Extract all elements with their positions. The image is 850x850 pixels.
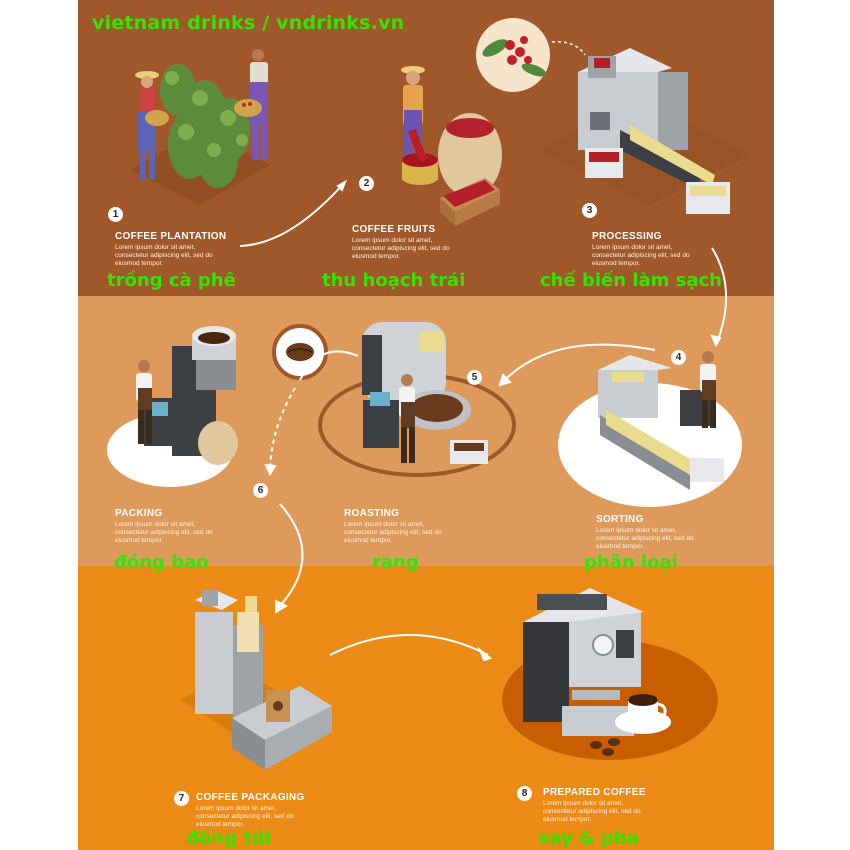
brand-watermark: vietnam drinks / vndrinks.vn xyxy=(92,12,405,34)
step-1-number: 1 xyxy=(108,207,123,222)
step-6-description: Lorem ipsum dolor sit amet,consectetur a… xyxy=(115,521,213,544)
step-8-number: 8 xyxy=(517,786,532,801)
roasting-illustration xyxy=(272,322,516,477)
step-7-vietnamese-label: đóng túi xyxy=(186,828,271,849)
step-3-number: 3 xyxy=(582,203,597,218)
step-5-description: Lorem ipsum dolor sit amet,consectetur a… xyxy=(344,521,442,544)
step-8-vietnamese-label: xay & pha xyxy=(538,828,640,849)
step-4-description: Lorem ipsum dolor sit amet,consectetur a… xyxy=(596,527,694,550)
step-4-number: 4 xyxy=(671,350,686,365)
packing-illustration xyxy=(107,326,238,487)
step-5-title: ROASTING xyxy=(344,508,400,519)
step-6-number: 6 xyxy=(253,483,268,498)
processing-illustration xyxy=(540,48,750,214)
step-8-title: PREPARED COFFEE xyxy=(543,787,646,798)
coffee-plantation-illustration xyxy=(130,49,270,205)
step-3-description: Lorem ipsum dolor sit amet,consectetur a… xyxy=(592,244,690,267)
packaging-machine-illustration xyxy=(180,590,332,770)
step-6-vietnamese-label: đóng bao xyxy=(114,552,209,573)
step-7-description: Lorem ipsum dolor sit amet,consectetur a… xyxy=(196,805,294,828)
step-1-title: COFFEE PLANTATION xyxy=(115,231,227,242)
step-2-title: COFFEE FRUITS xyxy=(352,224,436,235)
step-7-number: 7 xyxy=(174,791,189,806)
coffee-fruits-illustration xyxy=(401,18,586,226)
step-2-description: Lorem ipsum dolor sit amet,consectetur a… xyxy=(352,237,450,260)
coffee-machine-illustration xyxy=(502,588,718,760)
step-3-vietnamese-label: chế biến làm sạch xyxy=(540,270,722,291)
step-4-vietnamese-label: phân loại xyxy=(584,552,678,573)
step-5-number: 5 xyxy=(467,370,482,385)
step-2-number: 2 xyxy=(359,176,374,191)
step-4-title: SORTING xyxy=(596,514,644,525)
step-3-title: PROCESSING xyxy=(592,231,662,242)
step-1-description: Lorem ipsum dolor sit amet,consectetur a… xyxy=(115,244,213,267)
step-1-vietnamese-label: trồng cà phê xyxy=(107,270,236,291)
step-7-title: COFFEE PACKAGING xyxy=(196,792,305,803)
step-2-vietnamese-label: thu hoạch trái xyxy=(322,270,466,291)
step-6-title: PACKING xyxy=(115,508,163,519)
step-5-vietnamese-label: rang xyxy=(372,552,419,573)
sorting-illustration xyxy=(558,351,742,507)
step-8-description: Lorem ipsum dolor sit amet,consectetur a… xyxy=(543,800,641,823)
flow-arrows xyxy=(239,179,728,662)
